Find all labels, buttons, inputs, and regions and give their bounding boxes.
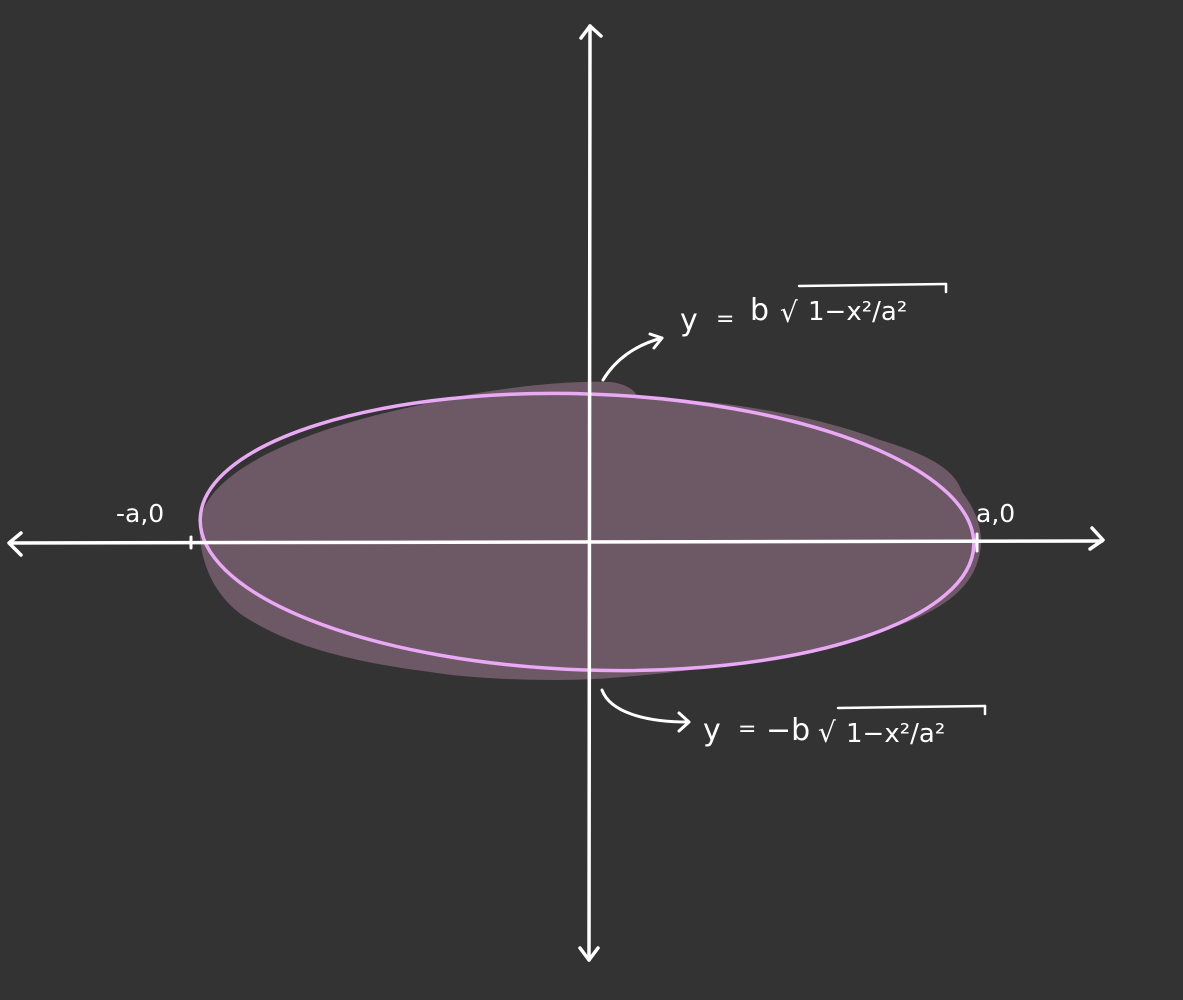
upper-eq-radical: √ [780,296,798,329]
lower-eq-radicand: 1−x²/a² [846,719,945,749]
left-vertex-label: -a,0 [116,499,164,528]
upper-curve-equation: y = b √ 1−x²/a² [680,282,948,338]
lower-eq-lhs: y [703,713,721,748]
upper-eq-coefficient: b [750,293,769,328]
lower-eq-coefficient: −b [766,713,810,748]
lower-eq-radical-bar [836,704,987,710]
lower-pointer-arrowhead-icon [677,711,691,733]
upper-pointer-arrowhead-icon [648,332,664,350]
y-axis-top-arrow-icon [579,24,603,40]
lower-curve-pointer-arrow [600,688,690,724]
lower-eq-equals: = [738,717,756,742]
y-axis-bottom-arrow-icon [578,946,600,962]
lower-eq-radical: √ [818,716,836,749]
x-axis-right-arrow-icon [1088,526,1105,551]
upper-eq-equals: = [716,307,734,332]
lower-curve-equation: y = −b √ 1−x²/a² [703,704,987,749]
ellipse-outline [198,391,976,673]
y-axis [578,24,603,962]
upper-eq-lhs: y [680,303,698,338]
x-axis-left-arrow-icon [7,531,23,557]
upper-eq-radical-bar [797,282,948,288]
upper-eq-radicand: 1−x²/a² [808,297,907,327]
upper-curve-pointer-arrow [601,336,664,382]
right-vertex-label: a,0 [976,499,1015,528]
